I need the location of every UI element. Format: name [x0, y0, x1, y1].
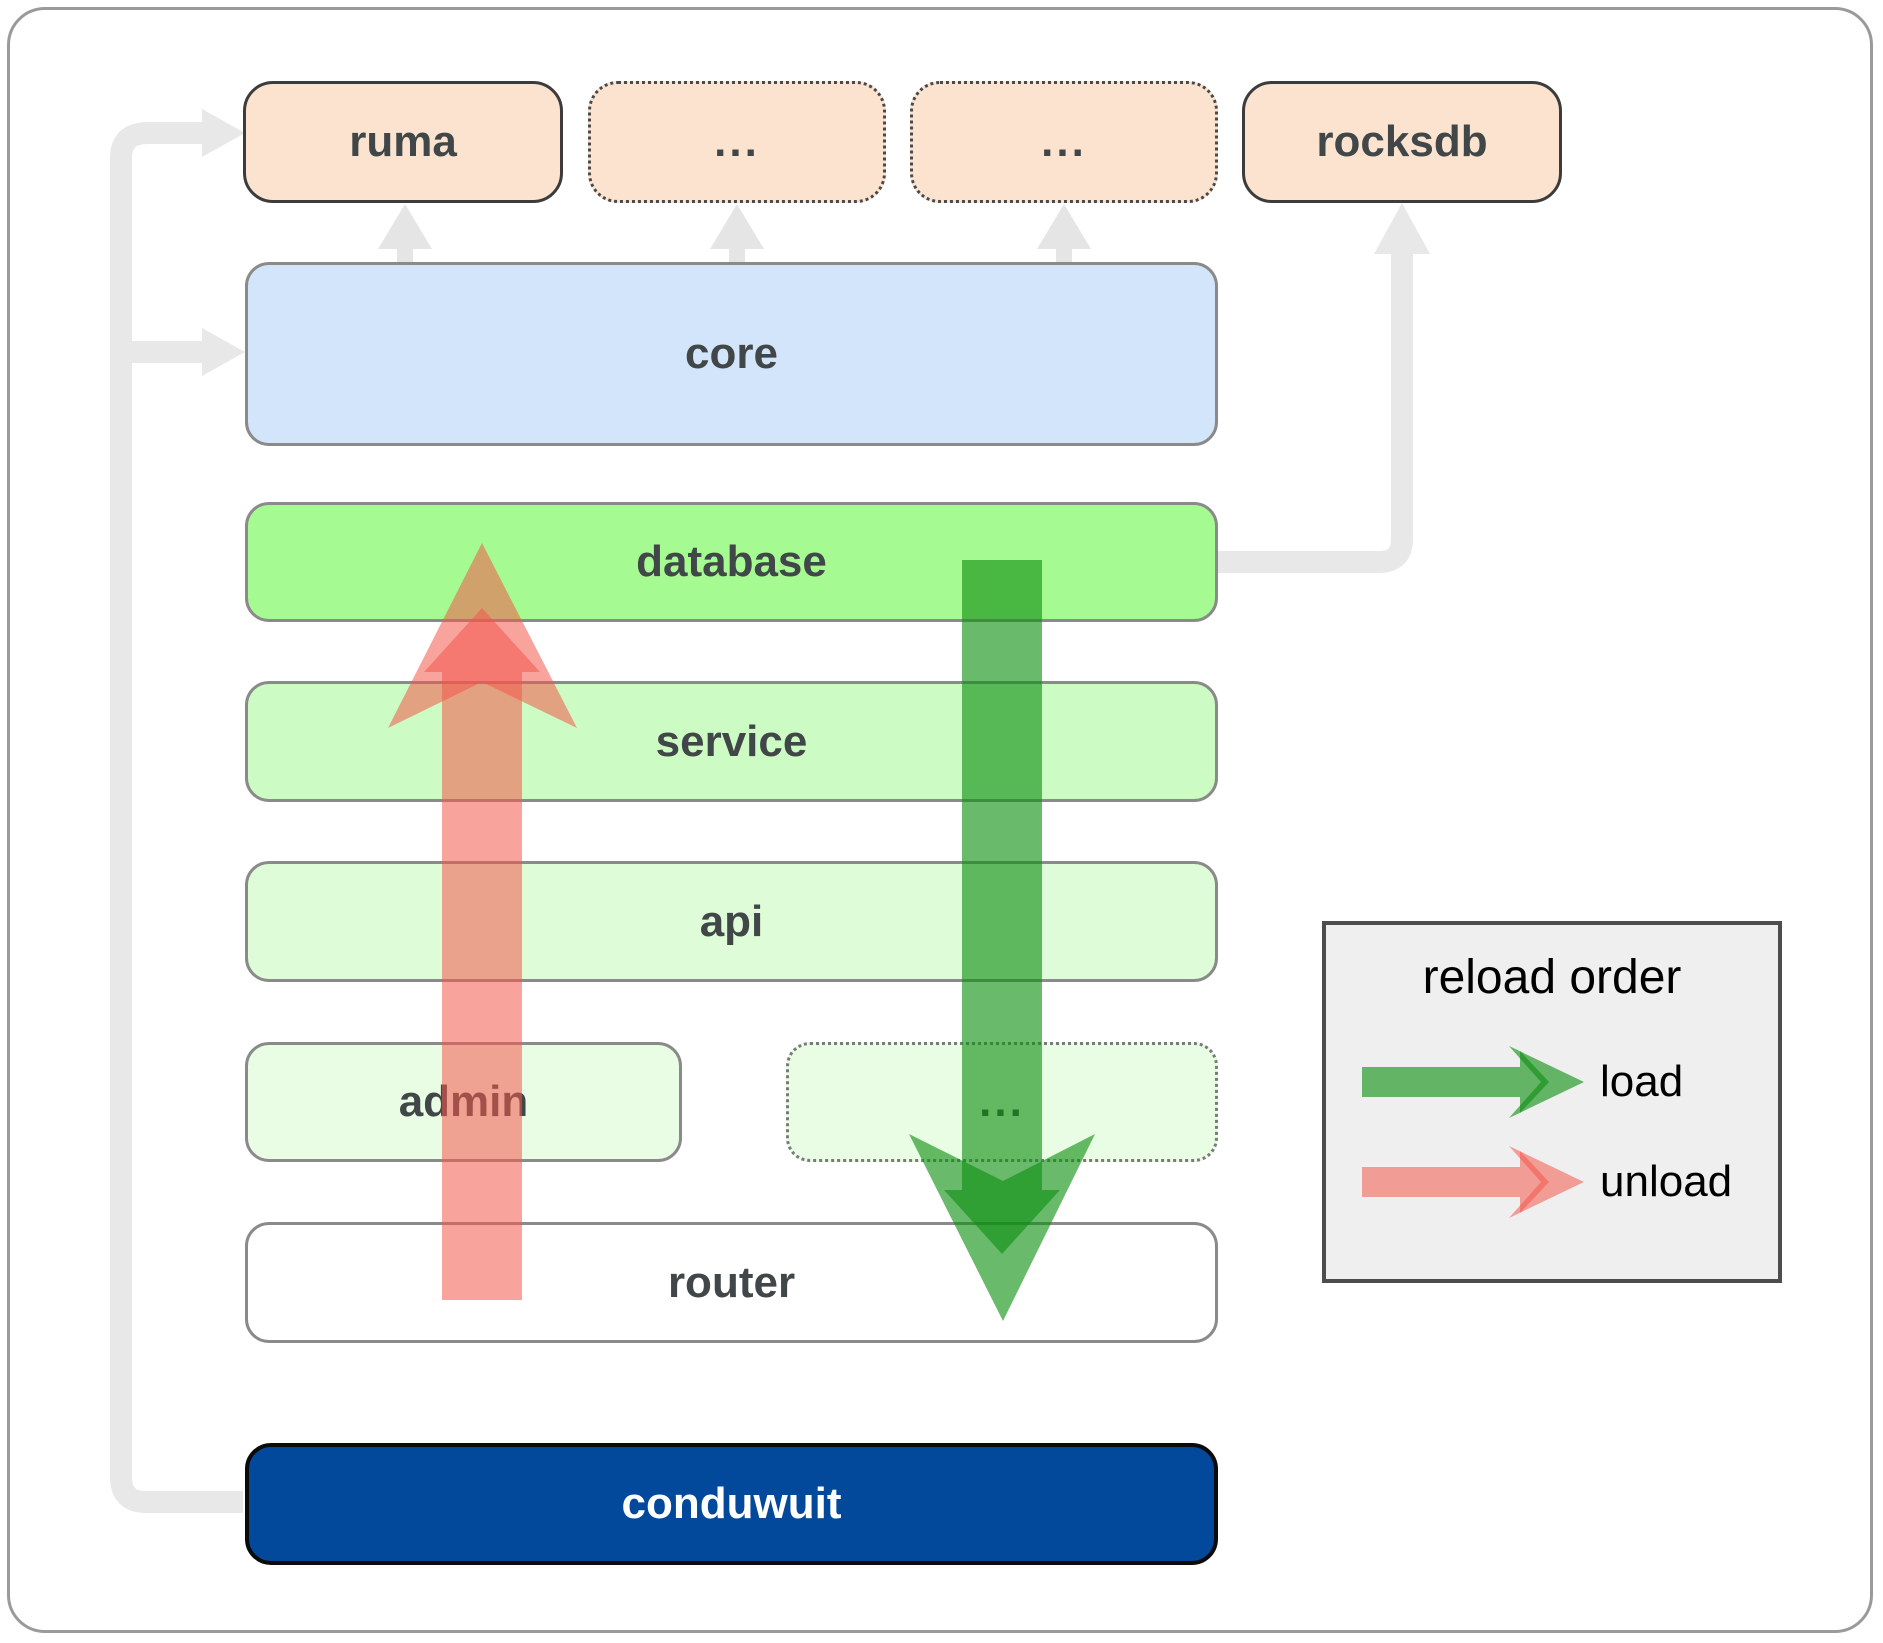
core-to-ellipsis2-arrowhead-icon [1037, 204, 1091, 249]
diagram-outer-frame [7, 7, 1873, 1633]
legend-load-label: load [1600, 1057, 1684, 1106]
box-ellipsis-3-label: ... [979, 1077, 1025, 1126]
arrowhead-into-ruma-icon [202, 109, 245, 157]
arrowhead-into-core-icon [202, 328, 245, 376]
box-conduwuit: conduwuit [245, 1443, 1218, 1565]
box-database: database [245, 502, 1218, 622]
arrowhead-into-rocksdb-icon [1374, 203, 1430, 254]
box-ellipsis-2-label: ... [1041, 117, 1087, 166]
conduwuit-trunk-connector-line [110, 122, 243, 1513]
box-service-label: service [655, 716, 808, 766]
legend-unload-label: unload [1600, 1157, 1733, 1206]
legend-title: reload order [1422, 951, 1682, 1004]
core-to-ellipsis1-arrowhead-icon [710, 204, 764, 249]
core-to-ruma-arrowhead-icon [378, 204, 432, 249]
box-service: service [245, 681, 1218, 802]
box-admin: admin [245, 1042, 682, 1162]
box-rocksdb-label: rocksdb [1316, 117, 1488, 166]
box-router-label: router [667, 1257, 796, 1307]
box-router: router [245, 1222, 1218, 1343]
box-core: core [245, 262, 1218, 446]
box-core-label: core [685, 329, 778, 378]
box-rocksdb: rocksdb [1242, 81, 1562, 203]
box-ellipsis-2: ... [910, 81, 1218, 203]
box-admin-label: admin [398, 1077, 529, 1126]
box-ellipsis-1: ... [588, 81, 886, 203]
box-api: api [245, 861, 1218, 982]
database-to-rocksdb-connector-line [1218, 252, 1413, 573]
box-api-label: api [699, 896, 764, 946]
box-ellipsis-3: ... [786, 1042, 1218, 1162]
box-ruma: ruma [243, 81, 563, 203]
box-conduwuit-label: conduwuit [621, 1479, 842, 1528]
box-ellipsis-1-label: ... [714, 117, 760, 166]
box-ruma-label: ruma [349, 117, 457, 166]
box-database-label: database [636, 537, 827, 586]
